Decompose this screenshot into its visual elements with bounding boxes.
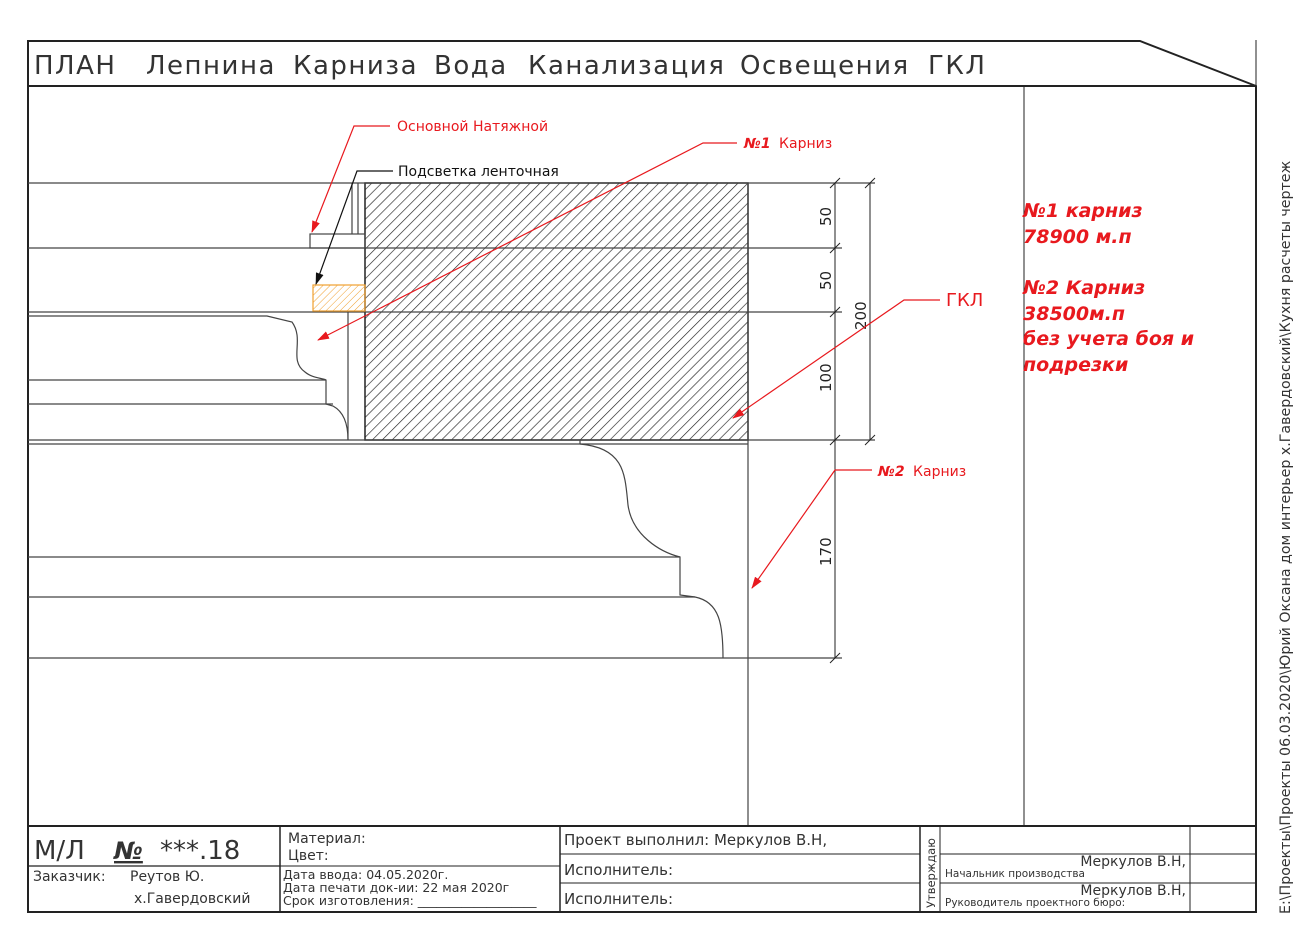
tb-executor-1: Исполнитель: (564, 861, 673, 879)
callout-main-ceiling: Основной Натяжной (397, 119, 548, 135)
tab-water[interactable]: Вода (434, 51, 508, 81)
note-cornice1-title: №1 карниз (1022, 200, 1143, 222)
note-cornice1-value: 78900 м.п (1023, 226, 1132, 248)
tb-head-title: Руководитель проектного бюро: (945, 897, 1125, 909)
header-tabs: ПЛАН Лепнина Карниза Вода Канализация Ос… (34, 51, 986, 81)
tb-project-by: Проект выполнил: Меркулов В.Н, (564, 831, 827, 849)
title-block-texts: М/Л № ***.18 Материал: Цвет: Заказчик: Р… (33, 831, 1186, 909)
tab-gkl[interactable]: ГКЛ (928, 51, 986, 81)
note-cornice2-remark1: без учета боя и (1023, 328, 1194, 350)
tb-date-in: Дата ввода: 04.05.2020г. (283, 867, 448, 882)
tb-chief-name: Меркулов В.Н, (1080, 854, 1186, 870)
tb-customer-place: х.Гавердовский (134, 891, 250, 907)
dim-170: 170 (817, 537, 835, 566)
callout-cornice1-label: Карниз (779, 136, 832, 152)
quantity-notes: №1 карниз 78900 м.п №2 Карниз 38500м.п б… (1022, 200, 1194, 376)
dim-50-top: 50 (817, 207, 835, 226)
callout-led-strip: Подсветка ленточная (398, 164, 559, 180)
tb-sheet-no: ***.18 (160, 836, 240, 866)
dimension-lines (829, 177, 876, 664)
tb-chief-title: Начальник производства (945, 868, 1085, 880)
tb-executor-2: Исполнитель: (564, 890, 673, 908)
dim-50-mid: 50 (817, 271, 835, 290)
file-path-label: E:\Проекты\Проекты 06.03.2020\Юрий Оксан… (1278, 160, 1294, 914)
dimension-labels: 50 50 100 200 170 (817, 207, 870, 566)
callout-leaders (311, 125, 940, 589)
tb-material: Материал: (288, 831, 366, 847)
dim-100: 100 (817, 363, 835, 392)
tab-molding[interactable]: Лепнина (146, 51, 276, 81)
title-block (28, 825, 1256, 912)
note-cornice2-remark2: подрезки (1023, 354, 1128, 376)
note-cornice2-value: 38500м.п (1023, 303, 1125, 325)
tb-deadline: Срок изготовления: ___________________ (283, 893, 537, 908)
callout-cornice2: №2 Карниз (877, 464, 966, 480)
tb-color: Цвет: (288, 848, 329, 864)
callout-cornice2-label: Карниз (913, 464, 966, 480)
tb-customer-name: Реутов Ю. (130, 869, 204, 885)
tb-customer-label: Заказчик: (33, 869, 106, 885)
sheet-frame (27, 40, 1257, 913)
tab-plan[interactable]: ПЛАН (34, 51, 116, 81)
tb-head-name: Меркулов В.Н, (1080, 883, 1186, 899)
tab-lighting[interactable]: Освещения (740, 51, 910, 81)
note-cornice2-title: №2 Карниз (1022, 277, 1145, 299)
callout-cornice1-num: №1 (743, 136, 771, 152)
dim-200: 200 (852, 301, 870, 330)
tb-no-label: № (113, 837, 143, 865)
callout-cornice1: №1 Карниз (743, 136, 832, 152)
callout-gkl: ГКЛ (946, 290, 983, 311)
section-lines (28, 182, 1024, 827)
tb-ml-label: М/Л (34, 836, 85, 866)
callout-texts: Основной Натяжной Подсветка ленточная №1… (397, 119, 983, 480)
tab-sewerage[interactable]: Канализация (528, 51, 725, 81)
tb-date-print: Дата печати док-ии: 22 мая 2020г (283, 880, 509, 895)
tab-cornice[interactable]: Карниза (293, 51, 418, 81)
tb-approve: Утверждаю (924, 838, 938, 908)
callout-cornice2-num: №2 (877, 464, 905, 480)
